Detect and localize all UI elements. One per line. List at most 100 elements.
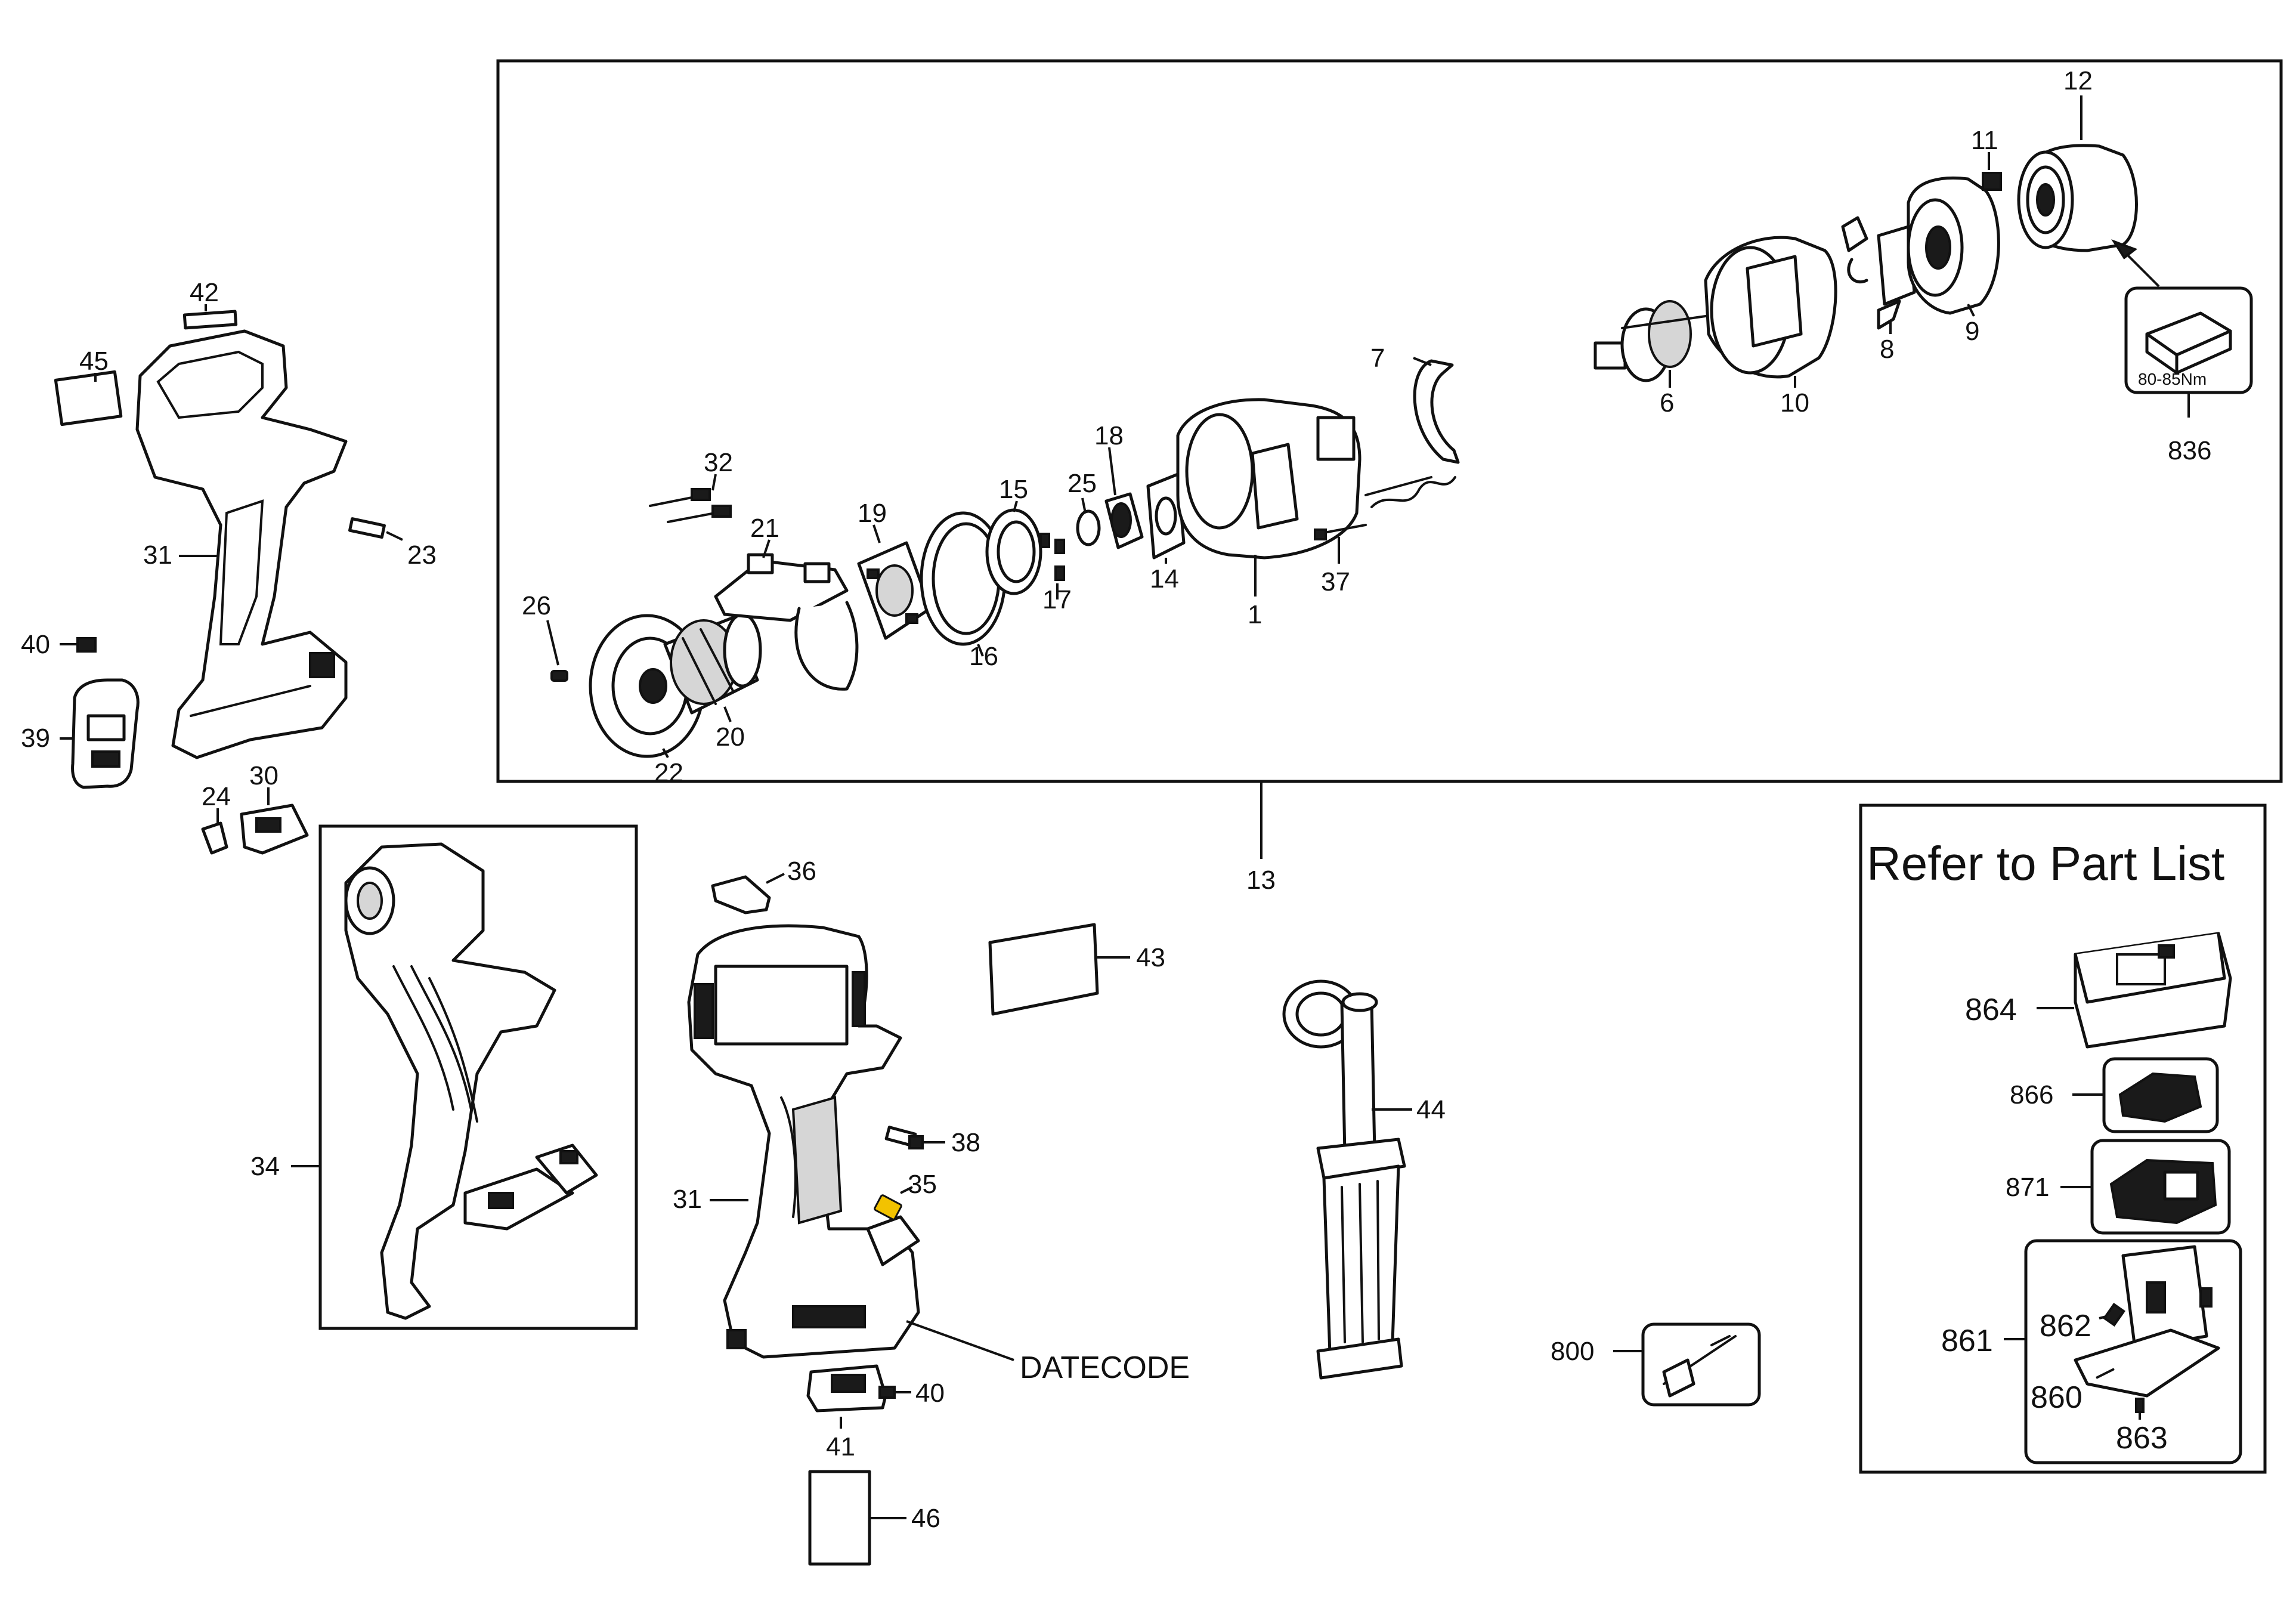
label-26: 26 [522,591,551,620]
part-836-torque-box [2111,239,2253,418]
part-860-latch [2096,1368,2115,1379]
label-1: 1 [1248,600,1262,629]
part-11-screw [1982,152,2002,191]
part-20-motor [663,613,762,722]
part-31-housing-center [687,924,920,1359]
part-12-chuck [2017,95,2138,252]
label-35: 35 [908,1170,937,1199]
label-864: 864 [1965,993,2017,1027]
part-40-screw-left [60,637,97,653]
part-44-side-handle [1282,979,1412,1380]
part-23-pin [348,517,403,541]
part-17-pins [1039,533,1065,599]
label-11: 11 [1971,126,1998,155]
part-32-brushes [649,474,732,523]
part-40-screw-center [878,1386,911,1399]
part-21-brush-holder [714,539,859,691]
label-14: 14 [1150,564,1179,594]
part-19-brush-plate [857,524,932,640]
part-43-label [988,923,1130,1016]
label-10: 10 [1780,388,1809,418]
part-14-plate [1146,472,1186,564]
part-41-cap [806,1364,887,1429]
label-871: 871 [2006,1173,2049,1202]
part-7-clip [1413,357,1460,464]
label-34: 34 [250,1152,280,1181]
part-37-screws [1314,476,1456,564]
label-37: 37 [1321,567,1350,597]
part-6-spindle [1593,300,1707,388]
torque-spec: 80-85Nm [2138,370,2207,388]
label-860: 860 [2031,1380,2083,1415]
part-1-gear-housing [1176,398,1361,597]
part-864-case-tray [2037,932,2232,1049]
part-31-housing-left [135,329,348,759]
part-863-screw [2135,1398,2145,1420]
part-26-screw [546,620,568,682]
part-42-label [182,304,238,330]
label-12: 12 [2063,66,2093,95]
label-25: 25 [1067,469,1097,498]
part-38-screw [884,1126,945,1149]
label-20: 20 [716,722,745,752]
datecode-leader [906,1320,1014,1361]
part-35-highlighted-component [874,1186,913,1220]
label-23: 23 [407,540,437,570]
label-861: 861 [1941,1324,1993,1358]
refer-to-part-list-title: Refer to Part List [1867,837,2224,890]
label-862: 862 [2040,1309,2091,1343]
part-866-battery [2072,1057,2219,1133]
label-32: 32 [704,448,733,477]
label-17: 17 [1042,585,1072,614]
label-7: 7 [1370,344,1385,373]
label-836: 836 [2168,436,2211,465]
label-24: 24 [202,782,231,811]
label-30: 30 [249,761,279,790]
label-800: 800 [1551,1337,1594,1366]
part-24-spring [201,808,228,855]
label-866: 866 [2010,1080,2053,1109]
label-16: 16 [969,642,998,671]
label-39: 39 [21,724,50,753]
part-8-springs [1841,216,1916,334]
label-46: 46 [911,1504,940,1533]
label-19: 19 [858,499,887,528]
label-42: 42 [190,278,219,307]
label-41: 41 [826,1432,855,1461]
part-861-carry-case [2004,1239,2242,1464]
label-9: 9 [1965,317,1979,346]
label-43: 43 [1136,943,1165,972]
part-18-gear [1104,447,1144,549]
label-15: 15 [999,475,1028,504]
part-15-washer [985,500,1042,595]
part-10-clutch-housing [1704,236,1837,388]
label-31-left: 31 [143,540,172,570]
part-25-washer [1076,497,1101,546]
datecode-label: DATECODE [1020,1350,1190,1385]
gearbox-assembly-frame [496,59,2283,859]
part-labels: 1 6 7 8 9 10 11 12 13 14 15 16 17 18 19 … [21,66,2224,1533]
part-39-cap [60,678,140,789]
label-45: 45 [79,347,109,376]
part-45-label [54,370,123,427]
label-40-left: 40 [21,630,50,659]
part-46-label [808,1470,906,1566]
label-13: 13 [1246,866,1276,895]
label-44: 44 [1416,1095,1446,1124]
label-38: 38 [951,1128,980,1157]
label-6: 6 [1660,388,1674,418]
part-862-screw [2099,1303,2126,1327]
label-18: 18 [1094,421,1124,450]
part-9-clutch-plate [1907,176,2000,317]
part-36-switch [711,873,785,914]
label-8: 8 [1880,335,1894,364]
label-21: 21 [750,514,779,543]
label-36: 36 [787,857,816,886]
part-871-charger [2060,1139,2231,1235]
part-800-depth-rod [1613,1322,1761,1407]
label-40-center: 40 [915,1379,945,1408]
label-863: 863 [2116,1421,2168,1455]
refer-to-part-list-box [1859,803,2267,1474]
label-22: 22 [654,758,683,787]
